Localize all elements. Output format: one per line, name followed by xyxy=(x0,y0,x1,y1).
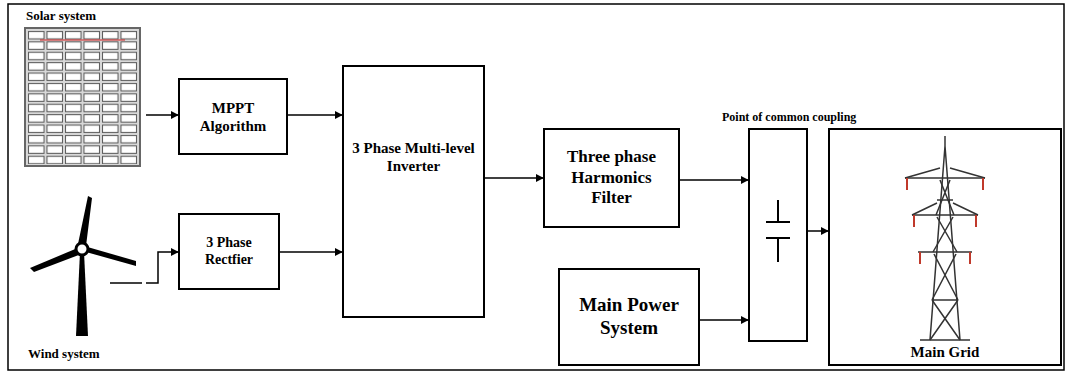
flow-arrow xyxy=(146,114,178,116)
node-label: Point of common coupling xyxy=(722,110,856,124)
node-label: Main Power System xyxy=(565,294,693,340)
flow-arrow xyxy=(700,319,748,321)
flow-arrow xyxy=(280,251,342,253)
filter-box: Three phase Harmonics Filter xyxy=(543,128,680,228)
outer-frame xyxy=(8,4,1064,370)
wind-turbine xyxy=(30,196,142,336)
flow-arrow xyxy=(146,252,178,283)
process-box: MPPT Algorithm xyxy=(178,78,288,155)
flow-arrow xyxy=(808,230,828,232)
node-label: Wind system xyxy=(28,346,100,362)
node-label: MPPT Algorithm xyxy=(185,99,281,135)
power-system-box: Main Power System xyxy=(558,268,700,366)
solar-panel xyxy=(25,28,140,166)
node-label: Three phase Harmonics Filter xyxy=(550,147,673,208)
flow-arrow xyxy=(680,179,748,181)
flow-arrow xyxy=(485,177,543,179)
capacitor-symbol xyxy=(766,200,790,262)
node-label: Main Grid xyxy=(830,343,1060,361)
node-label: 3 Phase Multi-level Inverter xyxy=(349,139,478,175)
grid-box: Main Grid xyxy=(828,128,1062,366)
process-box: 3 Phase Rectfier xyxy=(178,213,280,290)
wind-system: Wind system xyxy=(22,190,146,366)
node-label: 3 Phase Rectfier xyxy=(185,235,273,269)
flow-arrow xyxy=(288,114,342,116)
coupling-box: Point of common coupling xyxy=(748,128,808,342)
solar-system: Solar system xyxy=(22,6,146,168)
node-label: Solar system xyxy=(26,8,96,24)
transmission-tower xyxy=(905,136,985,340)
inverter-box: 3 Phase Multi-level Inverter xyxy=(342,65,485,318)
